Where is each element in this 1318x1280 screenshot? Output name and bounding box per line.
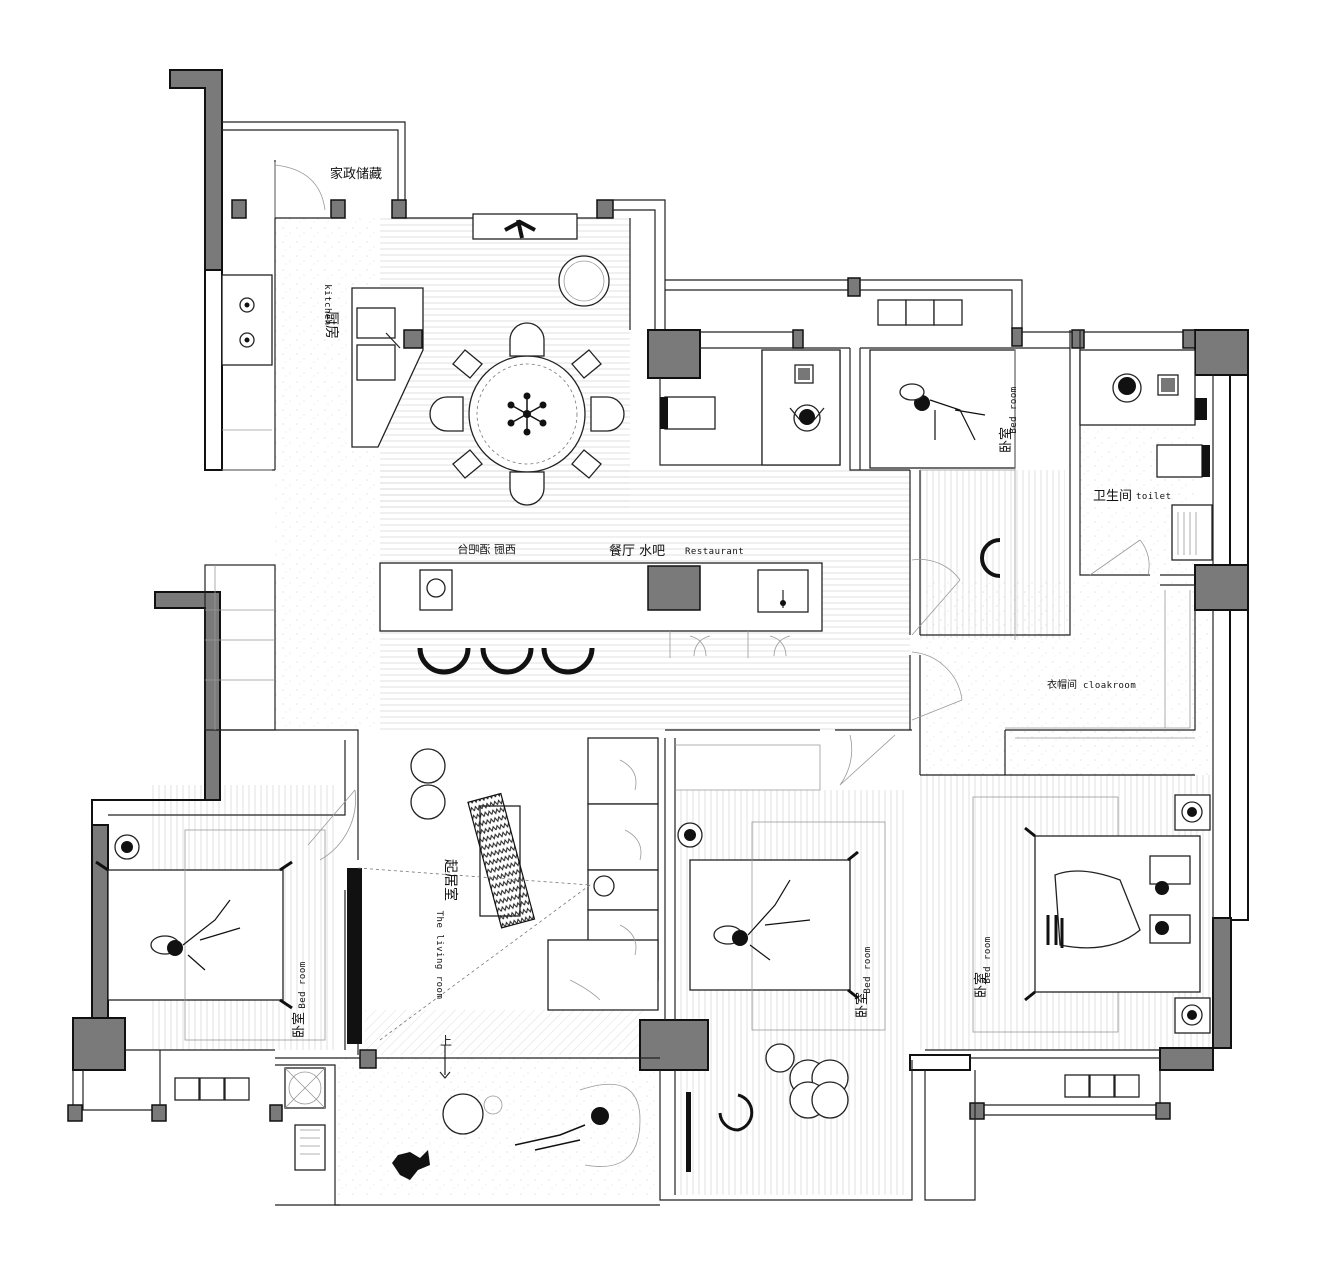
kitchen-label: 厨房 <box>323 311 339 339</box>
mirrored-marks: 西厨 酒吧台 <box>458 542 517 556</box>
cooktop <box>221 274 273 366</box>
living-label: 起居室 <box>442 859 459 901</box>
middle-bedroom-label: 卧室 <box>854 992 870 1018</box>
lounge-chair <box>789 1059 849 1119</box>
dining-label: 餐厅 水吧 <box>609 543 665 559</box>
dining-en-label: Restaurant <box>685 547 744 557</box>
toilet-en-label: toilet <box>1136 492 1172 502</box>
living-room: 起居室 The living room <box>347 737 659 1044</box>
counter-column <box>647 565 701 611</box>
middle-bedroom: 卧室 Bed room <box>675 734 896 1172</box>
cloakroom: 衣帽间 cloakroom <box>911 590 1195 739</box>
tv-cabinet <box>347 868 362 1044</box>
toilet-label: 卫生间 <box>1093 489 1132 504</box>
bed-top <box>869 349 1016 469</box>
toilet-room: 卫生间 toilet <box>1079 349 1213 576</box>
storage-room: 家政储藏 <box>274 162 382 219</box>
left-bedroom-label: 卧室 <box>291 1012 307 1038</box>
living-rug <box>467 792 536 929</box>
dining-area: 西厨 酒吧台 餐厅 水吧 Restaurant <box>379 213 823 675</box>
walls <box>67 69 1249 1206</box>
living-en-label: The living room <box>434 911 444 1000</box>
stair-label: 上 <box>440 1034 452 1048</box>
master-bedroom: 卧室 Bed room <box>972 794 1211 1098</box>
storage-label: 家政储藏 <box>330 166 382 182</box>
living-sofa <box>547 737 659 1011</box>
left-bedroom-en-label: Bed room <box>298 961 308 1008</box>
top-bedroom: 卧室 Bed room <box>869 299 1019 640</box>
master-bedroom-label: 卧室 <box>973 972 989 998</box>
cloakroom-en-label: cloakroom <box>1083 681 1136 691</box>
left-bedroom: 卧室 Bed room <box>95 789 356 1101</box>
kitchen: 厨房 kitchen <box>221 274 424 471</box>
bar-counter <box>379 562 823 632</box>
terrace: 上 <box>284 1034 641 1180</box>
dining-chairs <box>429 322 625 506</box>
top-bedroom-en-label: Bed room <box>1009 386 1019 433</box>
study-room <box>659 349 841 466</box>
master-bedroom-en-label: Bed room <box>983 936 993 983</box>
cloakroom-label: 衣帽间 <box>1047 678 1077 691</box>
side-table <box>558 255 610 307</box>
kitchen-en-label: kitchen <box>322 284 332 325</box>
pouf <box>410 748 446 784</box>
bar-stools <box>417 647 595 675</box>
bed-left <box>107 869 284 1001</box>
top-bedroom-label: 卧室 <box>998 427 1014 453</box>
middle-bedroom-en-label: Bed room <box>863 946 873 993</box>
